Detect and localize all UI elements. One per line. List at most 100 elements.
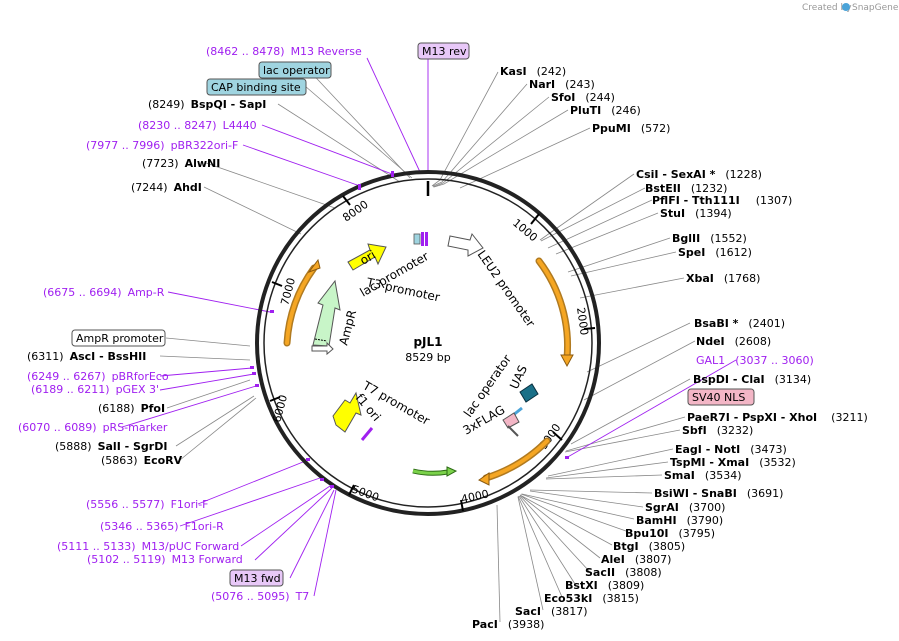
f1-ori-group: f1 ori T7 promoter (332, 378, 432, 441)
ampr-label: AmpR (336, 309, 359, 347)
site-spei: SpeI(1612) (678, 246, 752, 259)
site-csii-sexai: CsiI - SexAI *(1228) (636, 168, 762, 181)
primer-f1ori-f: (5556 .. 5577)F1ori-F (86, 498, 209, 511)
snapgene-name: SnapGene (852, 3, 899, 13)
sv40-nls-box-label: SV40 NLS (692, 391, 745, 404)
uas-group: UAS lac operator 3xFLAG (461, 352, 539, 438)
site-smai: SmaI(3534) (664, 469, 741, 482)
m13-fwd-box-label: M13 fwd (234, 572, 281, 585)
primer-m13-reverse: (8462 .. 8478)M13 Reverse (206, 45, 362, 58)
ampr-promoter-box-label: AmpR promoter (76, 332, 164, 345)
cap-binding-site-box (206, 78, 307, 96)
flag-connector (507, 425, 519, 437)
primer-marks (250, 171, 569, 488)
created-by-label: Created by (802, 3, 852, 13)
site-sali-sgrdi: (5888)SalI - SgrDI (55, 440, 167, 453)
ampr-arrow: AmpR (312, 279, 359, 347)
primer-m13-puc-forward: (5111 .. 5133)M13/pUC Forward (57, 540, 239, 553)
t3-promoter-label: T3 promoter (364, 275, 441, 304)
snapgene-brand: Created by SnapGene (802, 3, 899, 13)
backbone (255, 170, 601, 516)
site-bpu10i: Bpu10I(3795) (625, 527, 715, 540)
right-site-labels: KasI(242) NarI(243) SfoI(244) PluTI(246)… (472, 65, 868, 631)
site-asci-bsshii: (6311)AscI - BssHII (27, 350, 146, 363)
site-stui: StuI(1394) (660, 207, 732, 220)
m13-rev-box-label: M13 rev (422, 45, 467, 58)
site-paer7i-pspxi-xhoi: PaeR7I - PspXI - XhoI(3211) (687, 411, 868, 424)
boxed-labels: M13 rev lac operator CAP binding site Am… (71, 42, 755, 587)
site-eco53ki: Eco53kI(3815) (544, 592, 639, 605)
snapgene-logo-icon (842, 3, 850, 11)
primer-pbrforeco: (6249 .. 6267)pBRforEco (27, 370, 169, 383)
left-primer-labels: (8462 .. 8478)M13 Reverse (8230 .. 8247)… (18, 45, 362, 603)
ampr-promoter-arrow (311, 341, 334, 356)
primer-pbr322ori-f: (7977 .. 7996)pBR322ori-F (86, 139, 238, 152)
cap-binding-site-box-label: CAP binding site (211, 81, 301, 94)
site-sacii: SacII(3808) (585, 566, 662, 579)
primer-prs-marker: (6070 .. 6089)pRS-marker (18, 421, 168, 434)
site-kasi: KasI(242) (500, 65, 566, 78)
l4440-mark (425, 232, 428, 246)
feature-gal1: GAL1(3037 .. 3060) (696, 354, 814, 367)
plasmid-name: pJL1 (413, 335, 442, 349)
plasmid-center: pJL1 8529 bp (405, 335, 450, 364)
site-tspmi-xmai: TspMI - XmaI(3532) (670, 456, 796, 469)
orange-arcs (283, 257, 574, 486)
site-alei: AleI(3807) (601, 553, 671, 566)
primer-t7: (5076 .. 5095)T7 (211, 590, 309, 603)
tick-marks (269, 195, 596, 512)
green-small-arrow (412, 466, 458, 477)
site-pfoi: (6188)PfoI (98, 402, 165, 415)
site-bspdi-clai: BspDI - ClaI(3134) (693, 373, 811, 386)
left-site-labels: (8249)BspQI - SapI (7723)AlwNI (7244)Ahd… (27, 98, 266, 467)
site-nari: NarI(243) (529, 78, 595, 91)
m13-fwd-box (229, 569, 284, 587)
sv40-nls-box (687, 388, 755, 406)
plasmid-size: 8529 bp (405, 351, 450, 364)
m13-rev-box (417, 42, 470, 60)
site-bamhi: BamHI(3790) (636, 514, 723, 527)
ori-arrow: ori (347, 243, 387, 271)
site-bsabi: BsaBI *(2401) (694, 317, 785, 330)
leu2-promoter-arrow: LEU2 promoter (447, 232, 538, 330)
top-promoter-labels: lac promoter T3 promoter (358, 232, 441, 304)
site-ndei: NdeI(2608) (696, 335, 771, 348)
primer-pgex3: (6189 .. 6211)pGEX 3' (31, 383, 159, 396)
primer-m13-forward: (5102 .. 5119)M13 Forward (87, 553, 243, 566)
site-ecorv: (5863)EcoRV (101, 454, 183, 467)
primer-l4440: (8230 .. 8247)L4440 (138, 119, 257, 132)
uas-box (519, 383, 539, 403)
site-pluti: PluTI(246) (570, 104, 641, 117)
site-pflfi-tth111i: PflFI - Tth111I(1307) (652, 194, 792, 207)
site-bspqi-sapi: (8249)BspQI - SapI (148, 98, 266, 111)
tick-4000: 4000 (460, 487, 490, 506)
flag-box (502, 412, 520, 429)
ori-label: ori (358, 248, 379, 268)
m13-rev-mark (421, 232, 424, 246)
site-xbai: XbaI(1768) (686, 272, 760, 285)
site-alwni: (7723)AlwNI (142, 157, 220, 170)
primer-amp-r: (6675 .. 6694)Amp-R (43, 286, 165, 299)
site-sbfi: SbfI(3232) (682, 424, 753, 437)
leu2-promoter-label: LEU2 promoter (475, 248, 538, 330)
site-ppumi: PpuMI(572) (592, 122, 670, 135)
f1-ori-arrow (332, 391, 362, 433)
site-bstxi: BstXI(3809) (565, 579, 644, 592)
site-paci: PacI(3938) (472, 618, 544, 631)
site-bsiwi-snabi: BsiWI - SnaBI(3691) (654, 487, 783, 500)
site-eagi-noti: EagI - NotI(3473) (675, 443, 787, 456)
site-btgi: BtgI(3805) (613, 540, 685, 553)
lac-operator-mark (413, 233, 421, 245)
site-bsteii: BstEII(1232) (645, 182, 727, 195)
lac-operator-box-label: lac operator (263, 64, 330, 77)
site-sgrai: SgrAI(3700) (645, 501, 725, 514)
primer-lines (121, 57, 737, 597)
site-saci: SacI(3817) (515, 605, 588, 618)
lac-operator-box (258, 61, 332, 79)
site-bglii: BglII(1552) (672, 232, 747, 245)
tick-2000: 2000 (574, 307, 591, 337)
ampr-promoter-box (71, 329, 166, 347)
primer-f1ori-r: (5346 .. 5365)F1ori-R (100, 520, 224, 533)
f1-primer-mark (360, 427, 374, 441)
